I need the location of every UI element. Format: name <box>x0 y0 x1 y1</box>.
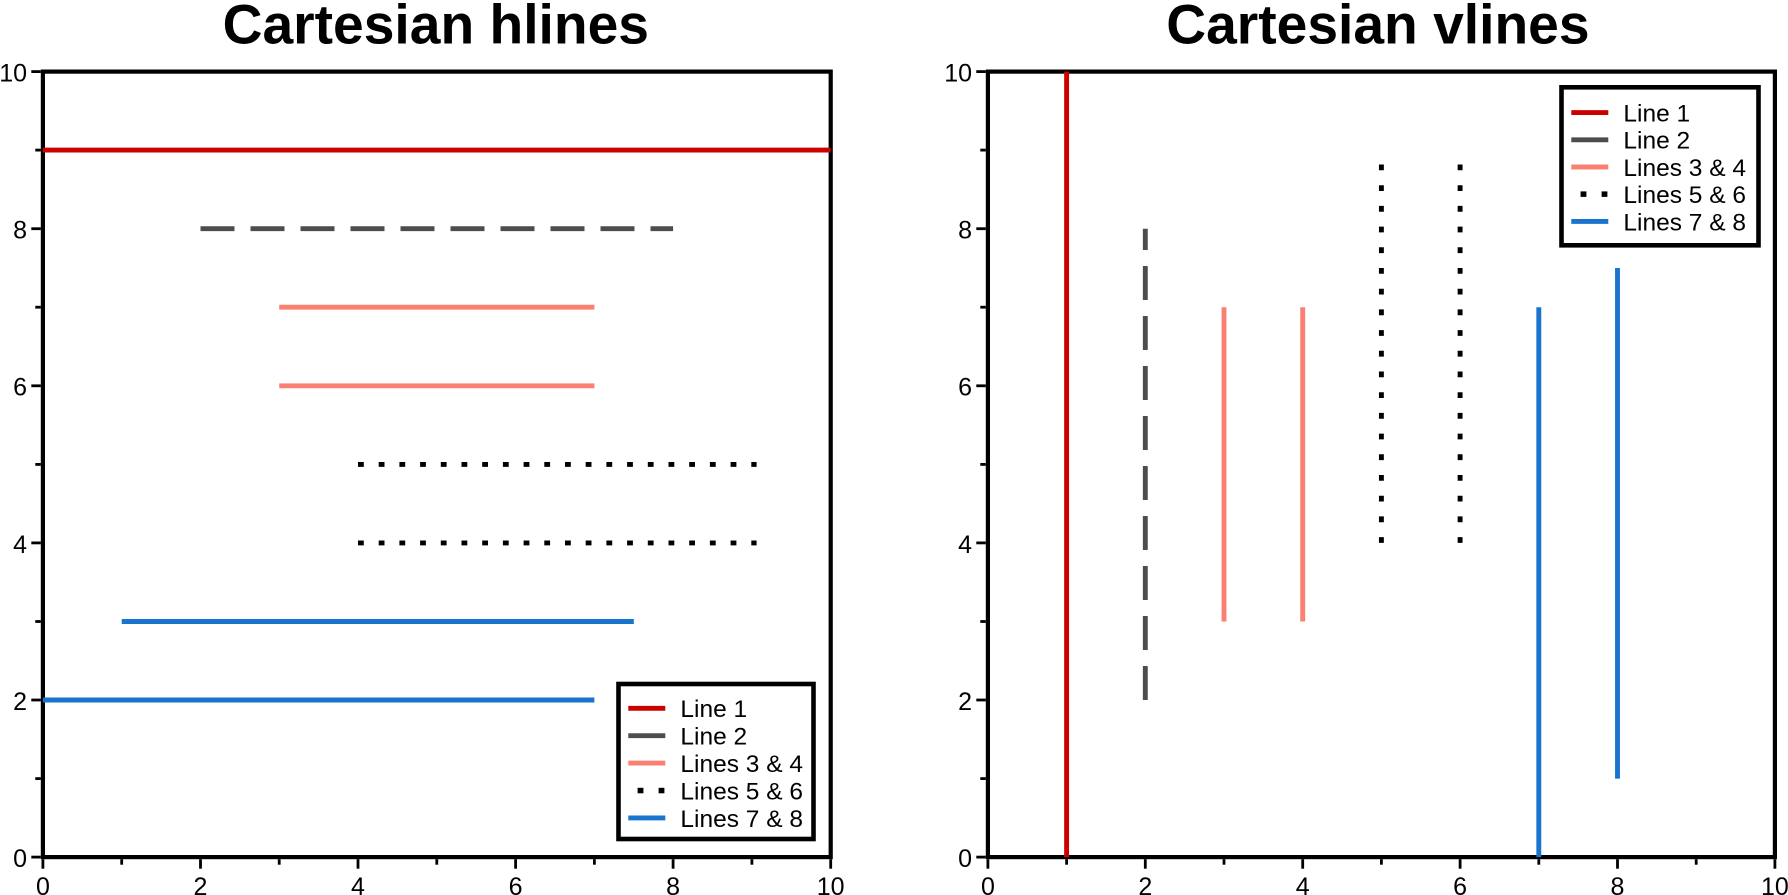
svg-text:8: 8 <box>666 873 680 895</box>
svg-text:6: 6 <box>1453 873 1467 895</box>
svg-text:6: 6 <box>958 374 972 402</box>
svg-text:10: 10 <box>944 60 972 88</box>
svg-text:6: 6 <box>509 873 523 895</box>
svg-text:Lines 5 & 6: Lines 5 & 6 <box>680 778 803 805</box>
svg-text:Line 1: Line 1 <box>680 696 747 723</box>
svg-text:Line 2: Line 2 <box>1623 128 1690 155</box>
svg-text:0: 0 <box>958 845 972 873</box>
svg-text:10: 10 <box>1761 873 1788 895</box>
svg-text:2: 2 <box>13 688 27 716</box>
svg-text:0: 0 <box>13 845 27 873</box>
svg-text:4: 4 <box>958 531 972 559</box>
svg-text:0: 0 <box>36 873 50 895</box>
svg-text:Lines 7 & 8: Lines 7 & 8 <box>680 806 803 833</box>
svg-text:Line 1: Line 1 <box>1623 101 1690 128</box>
svg-text:4: 4 <box>13 531 27 559</box>
svg-text:2: 2 <box>958 688 972 716</box>
svg-text:4: 4 <box>351 873 365 895</box>
svg-text:Lines 5 & 6: Lines 5 & 6 <box>1623 182 1746 209</box>
svg-text:2: 2 <box>1138 873 1152 895</box>
svg-text:2: 2 <box>194 873 208 895</box>
svg-text:8: 8 <box>13 217 27 245</box>
svg-text:8: 8 <box>958 217 972 245</box>
svg-text:8: 8 <box>1611 873 1625 895</box>
svg-text:Lines 3 & 4: Lines 3 & 4 <box>680 751 803 778</box>
svg-text:Cartesian hlines: Cartesian hlines <box>223 0 649 55</box>
svg-text:Lines 7 & 8: Lines 7 & 8 <box>1623 209 1746 236</box>
svg-text:10: 10 <box>817 873 845 895</box>
svg-text:0: 0 <box>981 873 995 895</box>
svg-text:Lines 3 & 4: Lines 3 & 4 <box>1623 155 1746 182</box>
svg-text:10: 10 <box>0 60 27 88</box>
svg-text:Cartesian vlines: Cartesian vlines <box>1166 0 1589 55</box>
svg-text:4: 4 <box>1296 873 1310 895</box>
svg-text:6: 6 <box>13 374 27 402</box>
svg-text:Line 2: Line 2 <box>680 724 747 751</box>
